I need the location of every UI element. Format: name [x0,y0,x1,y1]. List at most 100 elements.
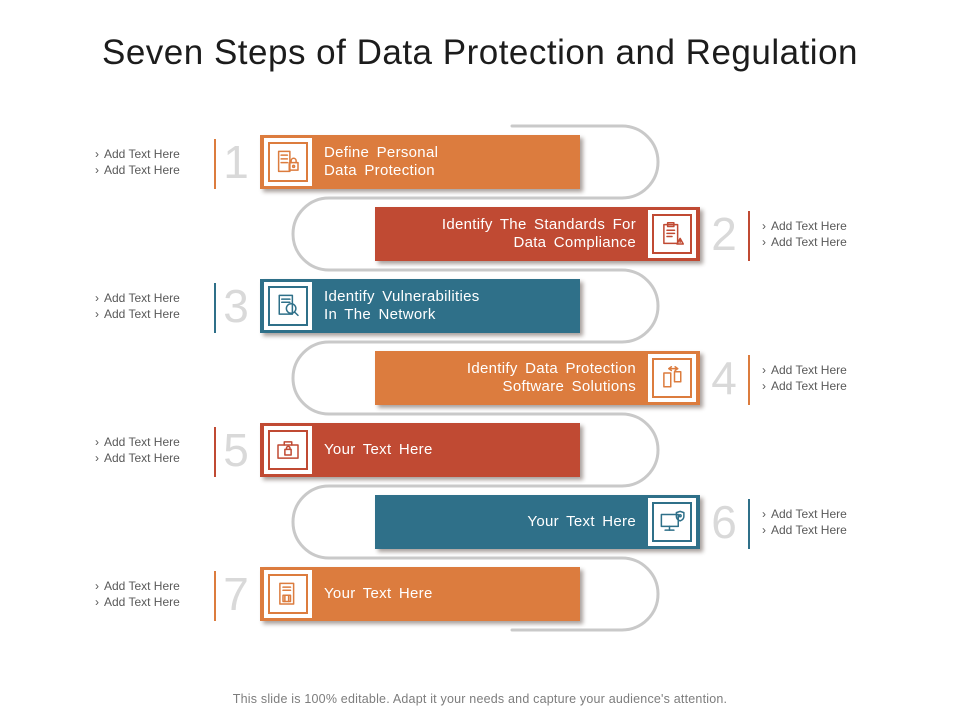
chevron-bullet-icon: › [95,147,99,161]
side-note-label: Add Text Here [771,235,847,249]
chevron-bullet-icon: › [95,595,99,609]
step-bar: Identify The Standards For Data Complian… [375,207,700,261]
step-6: Your Text Here 6 › Add Text Here › Add Tex… [0,495,960,549]
side-note-label: Add Text Here [771,523,847,537]
side-note-label: Add Text Here [771,219,847,233]
side-notes: › Add Text Here › Add Text Here [762,362,882,394]
step-divider [748,211,750,261]
chevron-bullet-icon: › [762,379,766,393]
side-notes: › Add Text Here › Add Text Here [95,578,215,610]
side-note: › Add Text Here [762,234,882,250]
step-divider [214,427,216,477]
side-notes: › Add Text Here › Add Text Here [762,218,882,250]
side-notes: › Add Text Here › Add Text Here [95,290,215,322]
chevron-bullet-icon: › [762,235,766,249]
step-number: 1 [223,136,249,188]
step-bar: Your Text Here [375,495,700,549]
step-icon-box [648,498,696,546]
side-note-label: Add Text Here [104,147,180,161]
document-report-icon [270,576,306,612]
step-icon-box [264,138,312,186]
step-icon-box [264,570,312,618]
step-7: › Add Text Here › Add Text Here 7 Your Tex… [0,567,960,621]
side-note: › Add Text Here [95,290,215,306]
step-number: 3 [223,280,249,332]
side-notes: › Add Text Here › Add Text Here [762,506,882,538]
step-bar-label: Identify Vulnerabilities In The Network [324,288,480,323]
chevron-bullet-icon: › [95,291,99,305]
step-bar-label: Define Personal Data Protection [324,144,439,179]
step-icon-box [264,282,312,330]
step-4: Identify Data Protection Software Soluti… [0,351,960,405]
step-divider [214,139,216,189]
step-divider [748,499,750,549]
side-notes: › Add Text Here › Add Text Here [95,434,215,466]
side-note-label: Add Text Here [771,363,847,377]
side-note-label: Add Text Here [771,507,847,521]
step-bar-label: Your Text Here [324,441,433,458]
chevron-bullet-icon: › [762,363,766,377]
step-bar-label: Your Text Here [324,585,433,602]
side-note-label: Add Text Here [104,291,180,305]
side-note: › Add Text Here [95,306,215,322]
side-note: › Add Text Here [95,146,215,162]
step-bar: Define Personal Data Protection [260,135,580,189]
side-note: › Add Text Here [762,522,882,538]
chevron-bullet-icon: › [95,451,99,465]
briefcase-lock-icon [270,432,306,468]
step-icon-box [648,354,696,402]
side-note: › Add Text Here [95,578,215,594]
side-note-label: Add Text Here [771,379,847,393]
step-1: › Add Text Here › Add Text Here 1 Define P… [0,135,960,189]
step-icon-box [648,210,696,258]
data-transfer-icon [654,360,690,396]
monitor-shield-icon [654,504,690,540]
step-number: 4 [711,352,737,404]
page-title: Seven Steps of Data Protection and Regul… [101,33,859,72]
chevron-bullet-icon: › [95,579,99,593]
step-number: 2 [711,208,737,260]
side-note-label: Add Text Here [104,307,180,321]
side-note-label: Add Text Here [104,435,180,449]
step-bar-label: Your Text Here [527,513,636,530]
side-note: › Add Text Here [762,506,882,522]
step-number: 6 [711,496,737,548]
chevron-bullet-icon: › [762,523,766,537]
clipboard-warning-icon [654,216,690,252]
step-bar: Identify Data Protection Software Soluti… [375,351,700,405]
side-note: › Add Text Here [95,162,215,178]
side-note: › Add Text Here [762,378,882,394]
document-lock-icon [270,144,306,180]
side-note: › Add Text Here [762,362,882,378]
step-bar-label: Identify The Standards For Data Complian… [441,216,636,251]
step-divider [748,355,750,405]
side-note-label: Add Text Here [104,579,180,593]
step-bar: Identify Vulnerabilities In The Network [260,279,580,333]
side-note: › Add Text Here [95,594,215,610]
document-search-icon [270,288,306,324]
step-divider [214,571,216,621]
step-bar: Your Text Here [260,423,580,477]
chevron-bullet-icon: › [762,219,766,233]
step-3: › Add Text Here › Add Text Here 3 Identify… [0,279,960,333]
chevron-bullet-icon: › [95,435,99,449]
step-2: Identify The Standards For Data Complian… [0,207,960,261]
step-number: 7 [223,568,249,620]
side-note-label: Add Text Here [104,163,180,177]
chevron-bullet-icon: › [95,307,99,321]
chevron-bullet-icon: › [95,163,99,177]
side-note-label: Add Text Here [104,451,180,465]
step-divider [214,283,216,333]
chevron-bullet-icon: › [762,507,766,521]
step-5: › Add Text Here › Add Text Here 5 Your Tex… [0,423,960,477]
step-bar-label: Identify Data Protection Software Soluti… [466,360,636,395]
side-note: › Add Text Here [762,218,882,234]
side-note: › Add Text Here [95,434,215,450]
step-number: 5 [223,424,249,476]
side-notes: › Add Text Here › Add Text Here [95,146,215,178]
step-icon-box [264,426,312,474]
step-bar: Your Text Here [260,567,580,621]
side-note-label: Add Text Here [104,595,180,609]
footer-note: This slide is 100% editable. Adapt it yo… [232,692,728,706]
side-note: › Add Text Here [95,450,215,466]
